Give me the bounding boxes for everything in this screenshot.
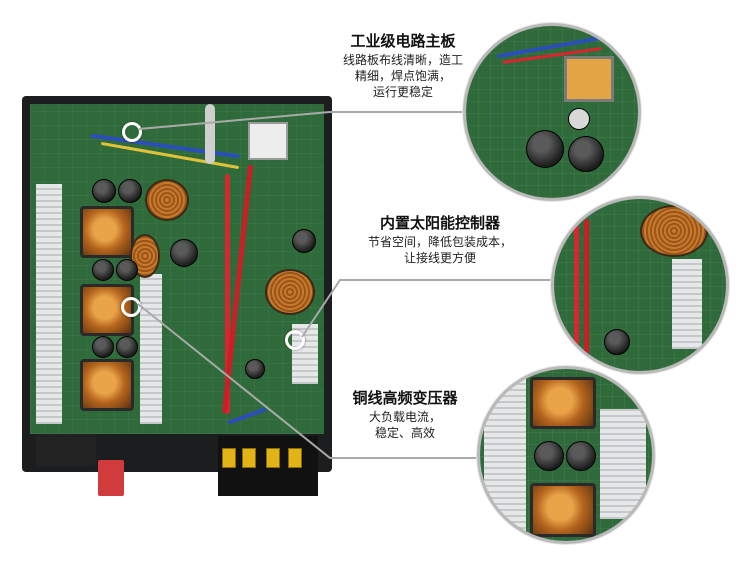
terminal-screw	[288, 448, 302, 468]
small-transformer	[248, 122, 288, 160]
grey-ribbon-cable	[205, 104, 215, 164]
terminal-screw	[266, 448, 280, 468]
center-heatsink	[140, 274, 162, 424]
cooling-fan	[36, 434, 96, 466]
zoom-transformer	[564, 56, 614, 102]
zoom-capacitor	[568, 108, 590, 130]
feature-desc-line: 精细，焊点饱满，	[354, 69, 451, 83]
main-pcb	[30, 104, 324, 434]
red-battery-terminal	[98, 460, 124, 496]
zoom-heatsink	[672, 259, 702, 349]
feature-desc-line: 运行更稳定	[372, 85, 433, 99]
feature-desc-line: 大负载电流，	[368, 410, 441, 424]
feature-title-pcb: 工业级电路主板	[350, 32, 456, 50]
inverter-board-photo	[22, 96, 332, 496]
zoom-transformer-coil	[530, 483, 596, 537]
feature-desc-line: 让接线更方便	[403, 251, 476, 265]
feature-desc-transformer: 大负载电流， 稳定、高效	[355, 409, 455, 441]
zoom-capacitor	[604, 329, 630, 355]
feature-desc-line: 稳定、高效	[374, 426, 435, 440]
leader-line-pcb	[138, 111, 474, 130]
feature-desc-line: 节省空间，降低包装成本，	[367, 235, 512, 249]
capacitor	[116, 259, 138, 281]
capacitor	[92, 259, 114, 281]
capacitor	[92, 336, 114, 358]
zoom-heatsink	[600, 409, 646, 519]
feature-desc-line: 线路板布线清晰，造工	[342, 53, 463, 67]
zoom-transformer-coil	[530, 377, 596, 429]
zoom-heatsink	[484, 369, 526, 541]
capacitor	[92, 179, 116, 203]
toroid-coil-1	[145, 179, 189, 221]
zoom-capacitor	[566, 441, 596, 471]
zoom-circle-transformer	[477, 366, 655, 544]
callout-marker-solar-controller	[285, 330, 305, 350]
toroid-coil-2	[265, 269, 315, 315]
leader-line-solar-controller	[301, 279, 560, 338]
feature-title-transformer: 铜线高频变压器	[352, 389, 458, 407]
red-wire	[225, 174, 230, 414]
terminal-screw	[222, 448, 236, 468]
zoom-circle-pcb	[463, 23, 641, 201]
feature-title-solar-controller: 内置太阳能控制器	[379, 214, 500, 232]
feature-desc-pcb: 线路板布线清晰，造工 精细，焊点饱满， 运行更稳定	[318, 52, 488, 100]
terminal-screw	[242, 448, 256, 468]
callout-marker-transformer	[121, 297, 141, 317]
zoom-red-wire	[584, 219, 589, 369]
capacitor	[292, 229, 316, 253]
zoom-capacitor	[534, 441, 564, 471]
zoom-capacitor	[526, 130, 564, 168]
capacitor	[170, 239, 198, 267]
capacitor	[118, 179, 142, 203]
left-heatsink	[36, 184, 62, 424]
leader-line-transformer	[137, 303, 480, 459]
feature-desc-solar-controller: 节省空间，降低包装成本， 让接线更方便	[345, 234, 535, 266]
capacitor	[245, 359, 265, 379]
callout-marker-pcb	[122, 122, 142, 142]
capacitor	[116, 336, 138, 358]
zoom-capacitor	[568, 136, 604, 172]
zoom-toroid-coil	[640, 205, 708, 257]
zoom-red-wire	[574, 219, 579, 369]
zoom-circle-solar-controller	[551, 196, 729, 374]
transformer-1	[80, 206, 134, 258]
transformer-3	[80, 359, 134, 411]
